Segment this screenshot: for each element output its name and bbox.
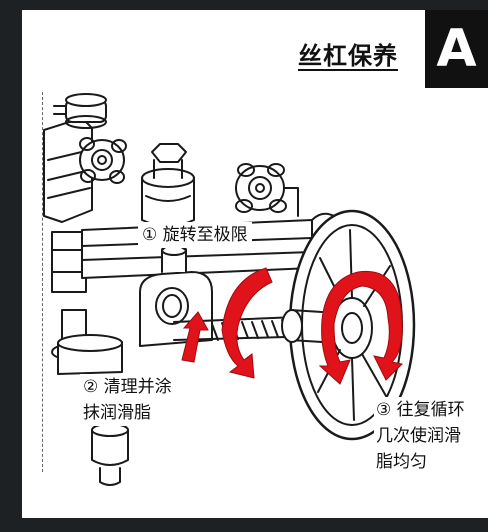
frame-top [0, 0, 488, 10]
right-knob [235, 163, 299, 217]
frame-bottom [0, 518, 488, 532]
step-3-line-1: ③ 往复循环 [376, 400, 465, 420]
step-2-line-2: 抹润滑脂 [83, 403, 151, 423]
bottom-base [57, 334, 129, 486]
manual-page: 丝杠保养 A [22, 10, 488, 518]
section-title: 丝杠保养 [298, 42, 398, 70]
step-3-label: ③ 往复循环 几次使润滑 脂均匀 [374, 397, 488, 475]
rotate-arrow-shaft [221, 267, 273, 379]
step-2-label: ② 清理并涂 抹润滑脂 [80, 374, 175, 426]
fittings [53, 93, 107, 129]
step-2-line-1: ② 清理并涂 [83, 377, 172, 397]
red-arrows [181, 267, 404, 385]
step-1-line-1: ① 旋转至极限 [142, 225, 248, 245]
frame-left [0, 0, 22, 532]
center-cylinder [141, 143, 195, 227]
step-1-label: ① 旋转至极限 [138, 222, 252, 248]
section-badge: A [425, 10, 488, 88]
step-3-line-3: 脂均匀 [376, 452, 427, 472]
step-3-line-2: 几次使润滑 [376, 426, 461, 446]
rotate-arrow-wheel [318, 270, 404, 385]
left-knob [79, 137, 127, 184]
arrow-up-left [181, 311, 209, 363]
centerline-dashed [42, 92, 43, 472]
